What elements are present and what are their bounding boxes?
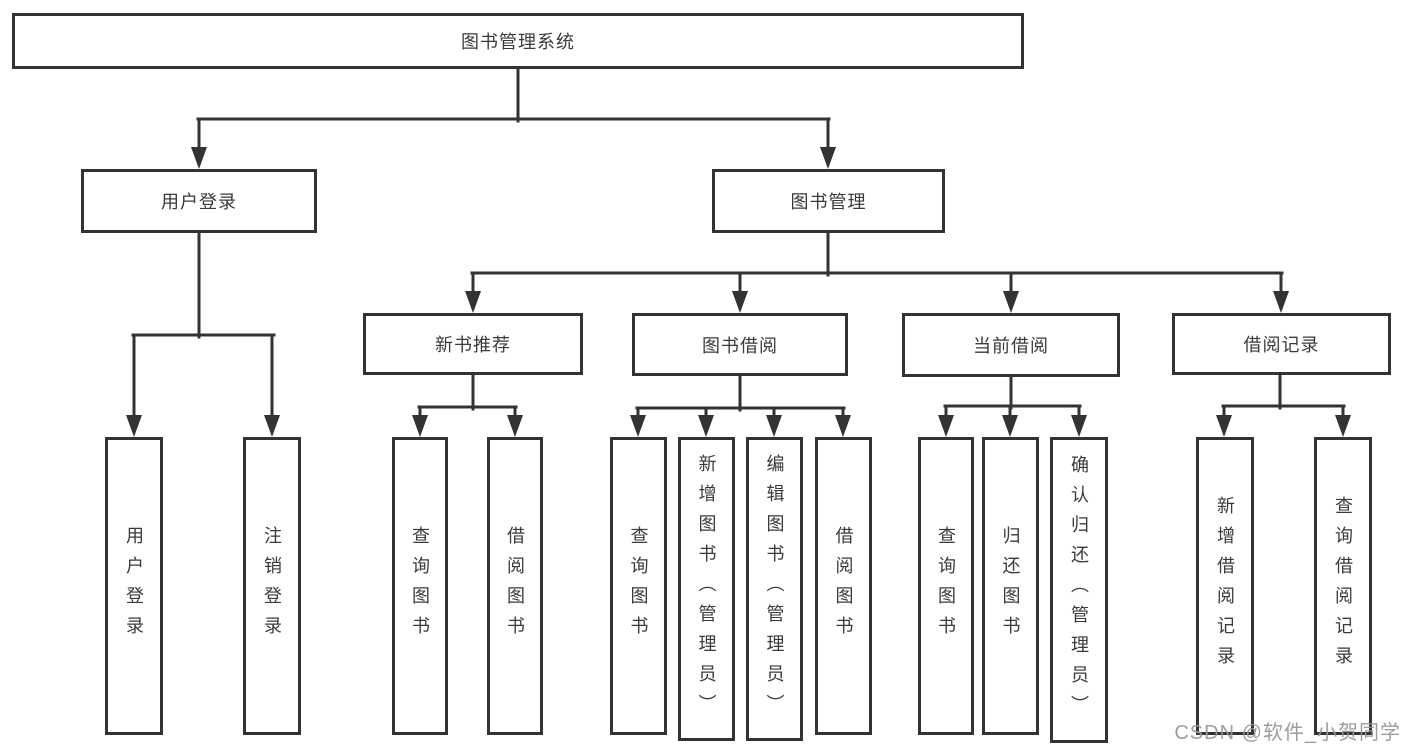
node-current-borrowing-label: 当前借阅: [973, 336, 1049, 356]
node-user-login-group-label: 用户登录: [161, 192, 237, 212]
node-bb-borrow-books-label: 借阅图书: [833, 526, 854, 646]
node-library-system-label: 图书管理系统: [461, 32, 575, 52]
node-borrowing-records: 借阅记录: [1172, 313, 1391, 375]
node-bb-edit-books-admin-label: 编辑图书（管理员）: [764, 454, 785, 724]
node-user-login-group: 用户登录: [81, 169, 317, 233]
node-bb-add-books-admin: 新增图书（管理员）: [678, 437, 735, 741]
node-new-book-recommend-label: 新书推荐: [435, 335, 511, 355]
node-br-query-record: 查询借阅记录: [1314, 437, 1372, 735]
node-logout: 注销登录: [243, 437, 301, 735]
node-cb-query-books-label: 查询图书: [936, 526, 956, 646]
node-cb-return-books: 归还图书: [982, 437, 1039, 735]
node-br-add-record-label: 新增借阅记录: [1215, 496, 1235, 676]
tree-edge-lines: [131, 67, 1346, 421]
node-user-login-label: 用户登录: [124, 526, 144, 646]
csdn-watermark: CSDN @软件_小贺同学: [1174, 722, 1401, 744]
node-book-borrowing-label: 图书借阅: [702, 335, 778, 356]
node-library-system: 图书管理系统: [12, 13, 1024, 69]
arrowheads: [126, 147, 1351, 437]
node-book-management-label: 图书管理: [790, 192, 867, 212]
node-borrowing-records-label: 借阅记录: [1243, 335, 1320, 355]
node-nb-borrow-books-label: 借阅图书: [505, 526, 525, 646]
node-book-management: 图书管理: [712, 169, 945, 233]
node-current-borrowing: 当前借阅: [902, 313, 1120, 377]
node-user-login: 用户登录: [105, 437, 163, 735]
node-nb-query-books-label: 查询图书: [410, 526, 430, 646]
node-cb-query-books: 查询图书: [918, 437, 974, 735]
node-bb-query-books-label: 查询图书: [628, 526, 649, 646]
node-nb-query-books: 查询图书: [392, 437, 448, 735]
node-logout-label: 注销登录: [262, 526, 282, 646]
node-cb-return-books-label: 归还图书: [1000, 526, 1021, 646]
node-bb-borrow-books: 借阅图书: [815, 437, 872, 735]
node-bb-edit-books-admin: 编辑图书（管理员）: [746, 437, 803, 741]
node-new-book-recommend: 新书推荐: [363, 313, 583, 375]
node-bb-add-books-admin-label: 新增图书（管理员）: [696, 454, 717, 724]
node-bb-query-books: 查询图书: [610, 437, 667, 735]
node-br-query-record-label: 查询借阅记录: [1333, 496, 1353, 676]
node-cb-confirm-return-admin-label: 确认归还（管理员）: [1069, 455, 1089, 725]
node-nb-borrow-books: 借阅图书: [487, 437, 543, 735]
node-cb-confirm-return-admin: 确认归还（管理员）: [1050, 437, 1108, 743]
node-br-add-record: 新增借阅记录: [1196, 437, 1254, 735]
node-book-borrowing: 图书借阅: [632, 313, 848, 376]
